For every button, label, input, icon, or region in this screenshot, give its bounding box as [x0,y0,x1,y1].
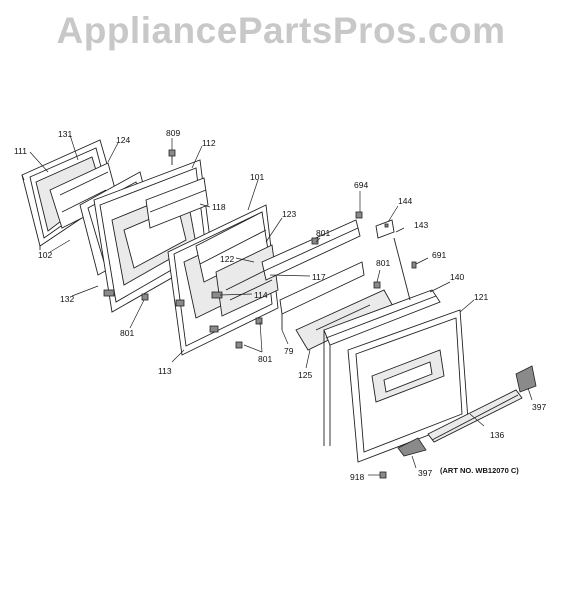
label-691: 691 [432,250,446,260]
label-121: 121 [474,292,488,302]
label-918: 918 [350,472,364,482]
label-132: 132 [60,294,74,304]
leader-lines [29,134,533,476]
part-136-handle [427,389,523,443]
label-111: 111 [14,146,27,156]
label-397a: 397 [532,402,546,412]
part-118-retainer [145,177,209,229]
label-809: 809 [166,128,180,138]
label-125: 125 [298,370,312,380]
part-144-hinge [375,219,395,239]
label-122: 122 [220,254,234,264]
label-801b: 801 [316,228,330,238]
label-694: 694 [354,180,368,190]
label-79: 79 [284,346,294,356]
part-397-end-cap-left [397,437,427,457]
label-101: 101 [250,172,264,182]
label-123: 123 [282,209,296,219]
watermark-text: AppliancePartsPros.com [56,10,506,51]
label-112: 112 [202,138,216,148]
part-397-end-cap-right [515,365,537,393]
label-118: 118 [212,202,226,212]
part-79-vent [279,261,365,330]
part-140-door-frame [323,289,441,446]
part-labels: 111 131 124 809 112 118 102 132 801 101 … [14,128,546,482]
label-136: 136 [490,430,504,440]
label-801a: 801 [120,328,134,338]
label-801c: 801 [376,258,390,268]
part-131-inner-glass [49,162,119,229]
label-144: 144 [398,196,412,206]
label-397b: 397 [418,468,432,478]
label-140: 140 [450,272,464,282]
label-124: 124 [116,135,130,145]
label-131: 131 [58,129,72,139]
label-143: 143 [414,220,428,230]
part-809-screw [168,149,176,165]
part-143-hinge-rod [393,237,411,301]
label-801d: 801 [258,354,272,364]
label-117: 117 [312,272,326,282]
part-121-outer-door-panel [347,309,469,463]
screws [141,211,417,479]
label-102: 102 [38,250,52,260]
part-117-trim [261,219,361,281]
art-number-label: (ART NO. WB12070 C) [440,466,519,475]
label-113: 113 [158,366,172,376]
label-114: 114 [254,290,268,300]
